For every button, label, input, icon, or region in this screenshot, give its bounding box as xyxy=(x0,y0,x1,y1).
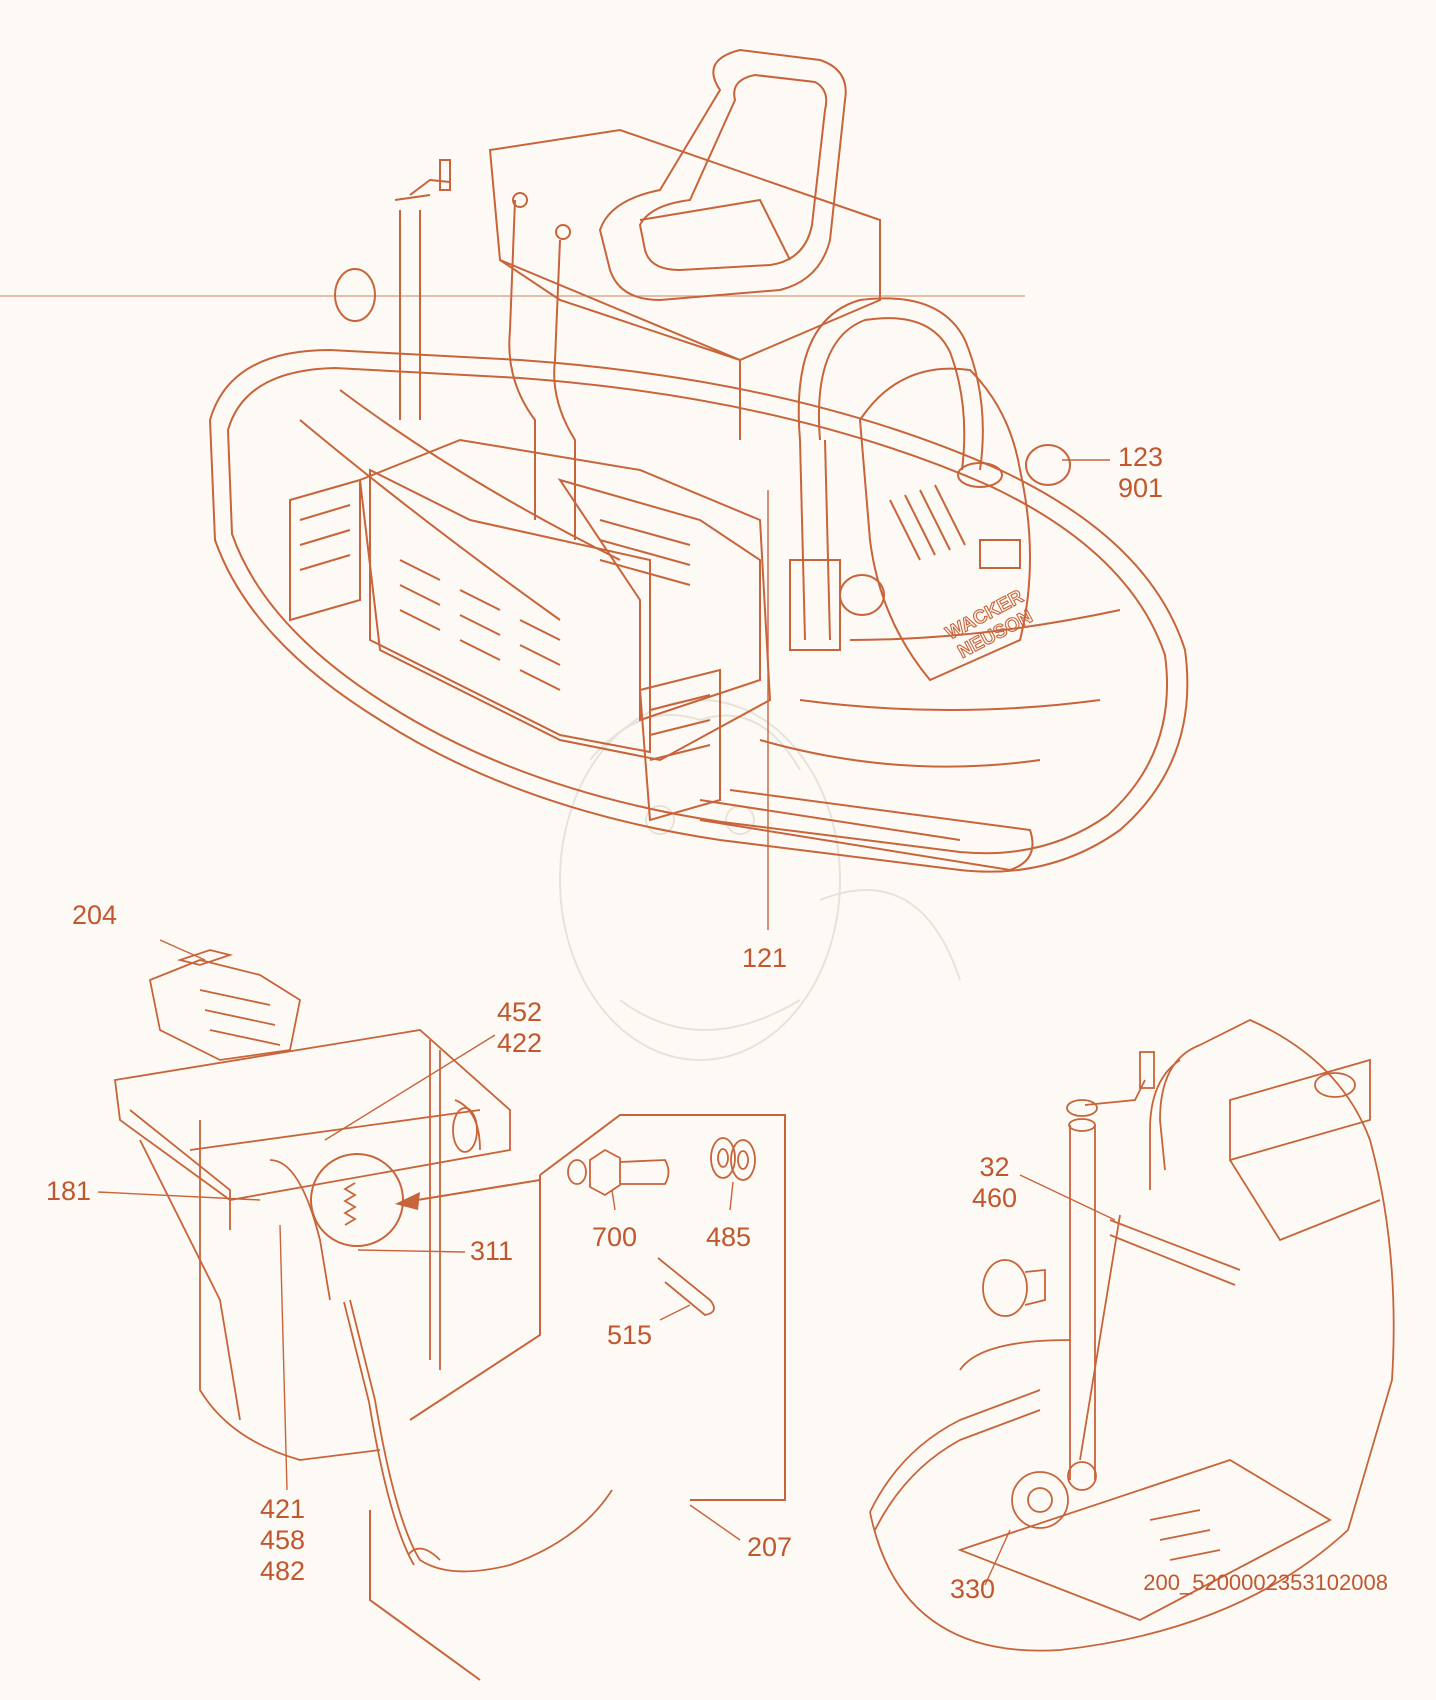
callout-460: 460 xyxy=(972,1183,1018,1213)
callout-421-458-482: 421 458 482 xyxy=(260,1494,305,1587)
power-trowel-main-view xyxy=(208,48,1189,873)
callout-452: 452 xyxy=(497,997,543,1027)
callout-32: 32 xyxy=(979,1152,1010,1182)
callout-123-901: 123 901 xyxy=(1118,442,1163,504)
callout-700: 700 xyxy=(592,1222,638,1252)
callout-421: 421 xyxy=(260,1494,306,1524)
watermark-dragon xyxy=(559,699,961,1061)
detail-arrow xyxy=(395,1179,541,1210)
handle-detail-view xyxy=(869,1019,1395,1652)
callout-422: 422 xyxy=(497,1028,543,1058)
leader-lines-main xyxy=(767,459,1110,930)
callout-121: 121 xyxy=(742,943,788,973)
callout-485: 485 xyxy=(706,1222,752,1252)
leader-lines-handle xyxy=(984,1174,1116,1586)
callout-901: 901 xyxy=(1118,473,1164,503)
callout-311: 311 xyxy=(470,1236,514,1266)
brand-logo: WACKER NEUSON xyxy=(942,586,1037,664)
callout-515: 515 xyxy=(607,1320,653,1350)
callout-458: 458 xyxy=(260,1525,306,1555)
callout-452-422: 452 422 xyxy=(497,997,542,1059)
callout-330: 330 xyxy=(950,1574,996,1604)
callout-123: 123 xyxy=(1118,442,1164,472)
callout-181: 181 xyxy=(46,1176,92,1206)
callout-32-460: 32 460 xyxy=(972,1152,1017,1214)
callout-482: 482 xyxy=(260,1556,306,1586)
document-id: 200_5200002353102008 xyxy=(1143,1570,1388,1595)
leader-lines-detail xyxy=(97,939,741,1541)
throttle-detail-view xyxy=(113,949,786,1681)
callout-204: 204 xyxy=(72,900,118,930)
callout-207: 207 xyxy=(747,1532,793,1562)
